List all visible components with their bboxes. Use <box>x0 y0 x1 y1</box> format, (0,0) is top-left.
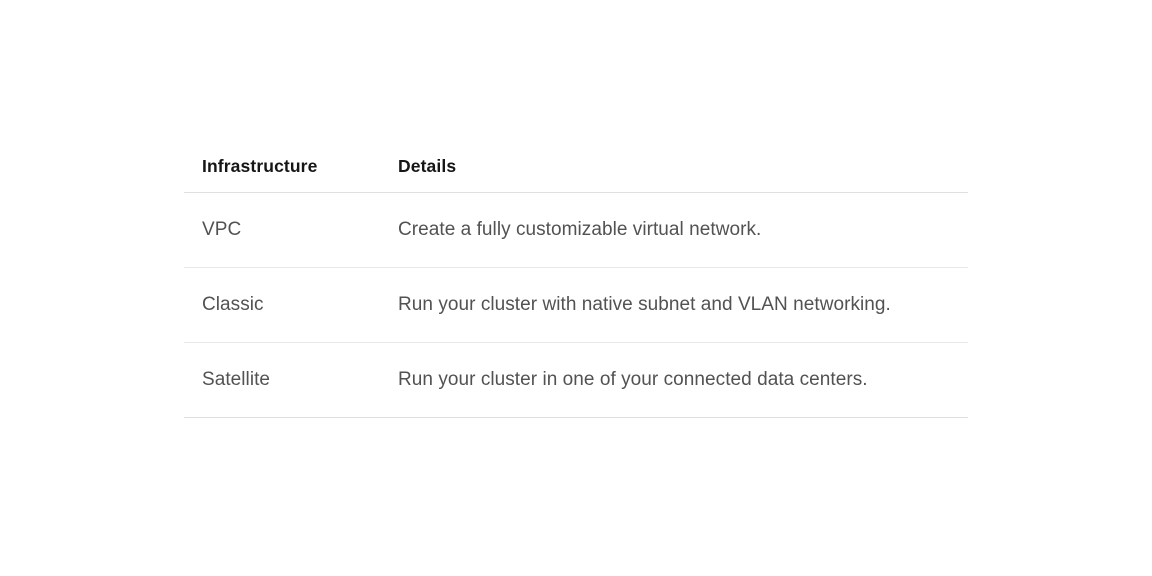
cell-infrastructure: Classic <box>184 267 391 343</box>
table-header-row: Infrastructure Details <box>184 155 968 193</box>
infrastructure-table-container: Infrastructure Details VPC Create a full… <box>184 155 968 418</box>
table-row: Classic Run your cluster with native sub… <box>184 267 968 343</box>
cell-details: Run your cluster in one of your connecte… <box>391 342 968 418</box>
column-header-infrastructure: Infrastructure <box>184 155 391 193</box>
cell-details: Create a fully customizable virtual netw… <box>391 192 968 268</box>
cell-details: Run your cluster with native subnet and … <box>391 267 968 343</box>
cell-infrastructure: VPC <box>184 192 391 268</box>
table-row: VPC Create a fully customizable virtual … <box>184 192 968 268</box>
table-row: Satellite Run your cluster in one of you… <box>184 342 968 418</box>
column-header-details: Details <box>391 155 968 193</box>
cell-infrastructure: Satellite <box>184 342 391 418</box>
infrastructure-table: Infrastructure Details VPC Create a full… <box>184 155 968 418</box>
table-body: VPC Create a fully customizable virtual … <box>184 192 968 418</box>
table-header: Infrastructure Details <box>184 155 968 193</box>
